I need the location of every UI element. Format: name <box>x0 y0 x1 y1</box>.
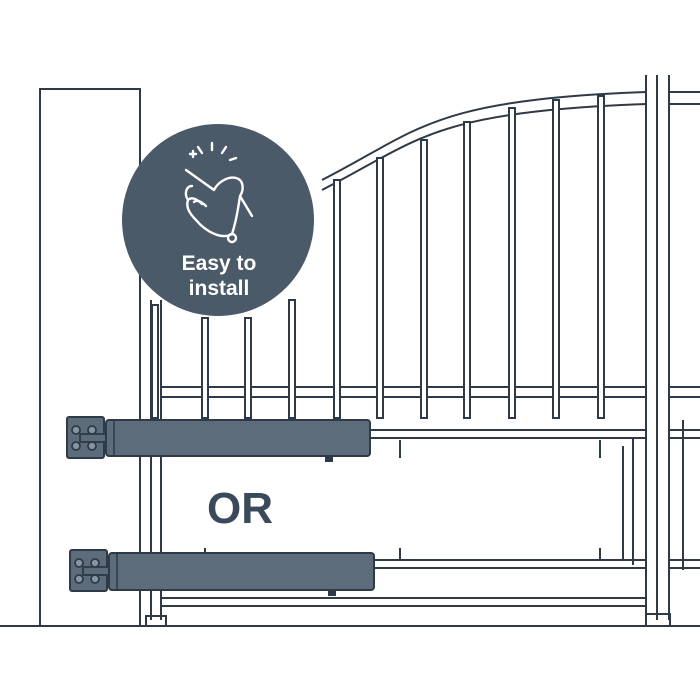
gate-bar <box>201 317 209 419</box>
actuator-body <box>105 419 371 457</box>
gate-bar <box>420 139 428 419</box>
actuator-top <box>66 416 371 462</box>
actuator-body <box>108 552 375 591</box>
gate-frame <box>145 75 700 627</box>
pillar <box>39 88 141 627</box>
bracket-hinge-icon <box>74 558 112 584</box>
gate-bars <box>151 95 605 419</box>
actuator-bottom <box>69 549 375 596</box>
badge-line-2: install <box>189 277 250 300</box>
gate-bar <box>151 304 159 419</box>
hand-snap-icon <box>184 141 254 244</box>
gate-bar <box>244 317 252 419</box>
gate-bar <box>508 107 516 419</box>
actuator-screw <box>325 456 333 462</box>
badge-line-1: Easy to <box>182 252 257 275</box>
gate-bar <box>463 121 471 419</box>
gate-bar <box>597 95 605 419</box>
gate-bar <box>376 157 384 419</box>
easy-install-badge: Easy to install <box>122 124 314 316</box>
gate-bar <box>552 99 560 419</box>
or-label: OR <box>207 484 273 533</box>
gate-bar <box>333 179 341 419</box>
actuator-screw <box>328 590 336 596</box>
gate-bar <box>288 299 296 419</box>
